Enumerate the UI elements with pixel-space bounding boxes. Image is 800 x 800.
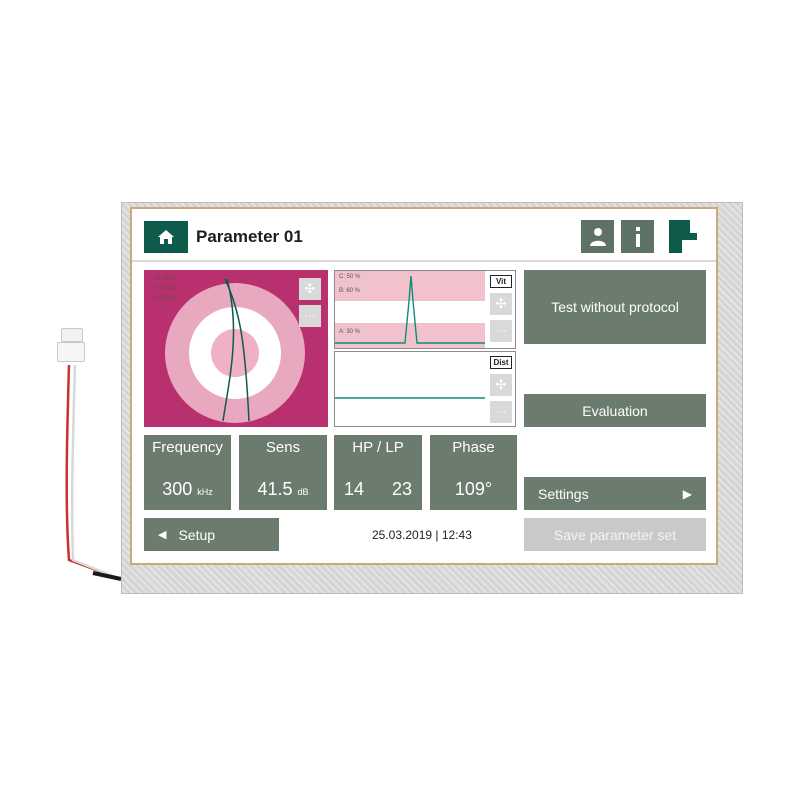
polar-label-b: B: 60 % (155, 286, 177, 292)
vit-tag[interactable]: Vit (490, 275, 512, 288)
polar-plot (165, 278, 305, 423)
move-icon: ✣ (495, 377, 507, 392)
dist-graph (335, 397, 485, 399)
phase-value: 109° (454, 479, 493, 499)
vit-label-c: C: 50 % (339, 274, 361, 280)
home-button[interactable] (144, 221, 188, 253)
vit-graph-panel: C: 50 % B: 60 % A: 30 % Vit ✣ ··· (334, 270, 516, 349)
sens-label: Sens (265, 439, 301, 456)
vit-label-b: B: 60 % (339, 288, 361, 294)
polar-more-button[interactable]: ··· (299, 305, 321, 327)
user-icon (589, 227, 606, 246)
dist-move-button[interactable]: ✣ (490, 374, 512, 396)
vit-graph (335, 271, 485, 348)
user-button[interactable] (581, 220, 614, 253)
hp-lp-values: 14 23 (334, 479, 422, 500)
more-icon: ··· (495, 325, 507, 337)
settings-label: Settings (538, 485, 589, 502)
dist-graph-panel: Dist ✣ ··· (334, 351, 516, 427)
move-icon: ✣ (495, 296, 507, 311)
sens-tile[interactable]: Sens 41.5 dB (239, 435, 327, 510)
phase-label: Phase (452, 439, 495, 456)
more-icon: ··· (495, 406, 507, 418)
home-icon (158, 230, 174, 244)
info-button[interactable] (621, 220, 654, 253)
dist-more-button[interactable]: ··· (490, 401, 512, 423)
cable-connector (57, 328, 85, 368)
frequency-label: Frequency (152, 439, 223, 456)
vit-label-a: A: 30 % (339, 329, 361, 335)
chevron-left-icon: ◀ (158, 529, 167, 541)
lp-value: 23 (391, 479, 412, 499)
vit-more-button[interactable]: ··· (490, 320, 512, 342)
phase-tile[interactable]: Phase 109° (430, 435, 517, 510)
hp-lp-tile[interactable]: HP / LP 14 23 (334, 435, 422, 510)
move-icon: ✣ (304, 281, 316, 296)
polar-plot-panel: A: 33 % B: 60 % C: 60 % ✣ ··· (144, 270, 328, 427)
page-title: Parameter 01 (196, 227, 303, 246)
dist-tag[interactable]: Dist (490, 356, 512, 369)
polar-label-a: A: 33 % (155, 276, 177, 282)
info-icon (635, 226, 640, 247)
hp-lp-label: HP / LP (352, 439, 404, 456)
test-without-protocol-button[interactable]: Test without protocol (524, 270, 706, 344)
polar-label-c: C: 60 % (155, 296, 177, 302)
more-icon: ··· (304, 310, 316, 322)
header-bar: Parameter 01 (132, 209, 716, 262)
cable (65, 364, 122, 581)
datetime-display: 25.03.2019 | 12:43 (372, 528, 472, 542)
save-parameter-set-button[interactable]: Save parameter set (524, 518, 706, 551)
vit-move-button[interactable]: ✣ (490, 293, 512, 315)
sens-value: 41.5 dB (257, 479, 309, 499)
polar-move-button[interactable]: ✣ (299, 278, 321, 300)
setup-button[interactable]: ◀ Setup (144, 518, 279, 551)
brand-logo (669, 220, 704, 253)
frequency-tile[interactable]: Frequency 300 kHz (144, 435, 231, 510)
frequency-value: 300 kHz (162, 479, 213, 499)
evaluation-button[interactable]: Evaluation (524, 394, 706, 427)
display-screen: Parameter 01 (130, 207, 718, 565)
chevron-right-icon: ▶ (682, 486, 692, 501)
settings-button[interactable]: Settings ▶ (524, 477, 706, 510)
setup-label: Setup (178, 526, 216, 543)
hp-value: 14 (344, 479, 365, 499)
